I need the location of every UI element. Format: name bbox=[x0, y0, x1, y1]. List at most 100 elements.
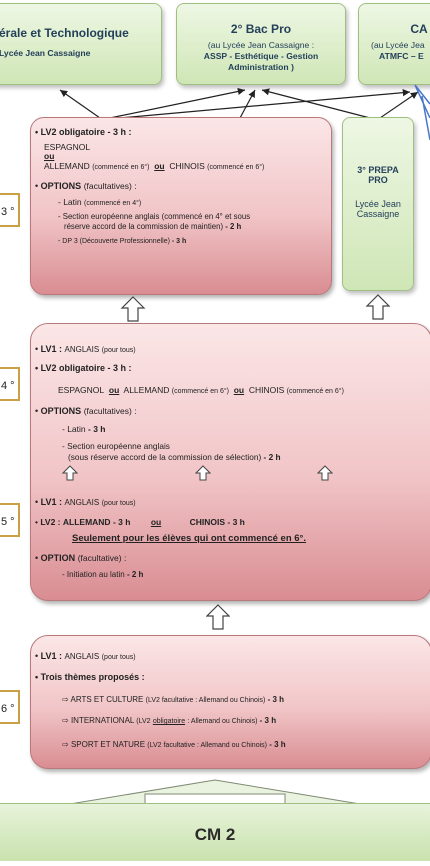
box4-options-note: (facultatives) : bbox=[83, 406, 137, 416]
box5-allemand-h: - 3 h bbox=[112, 517, 131, 527]
box6-t3-h: - 3 h bbox=[269, 740, 286, 749]
up-arrow-icon bbox=[195, 465, 211, 481]
arrow-right-icon: ⇨ bbox=[62, 716, 69, 725]
box-prepa-pro: 3° PREPA PRO Lycée Jean Cassaigne bbox=[342, 117, 414, 291]
box3-section2: réserve accord de la commission de maint… bbox=[64, 222, 224, 231]
box4-latin-h: - 3 h bbox=[88, 424, 106, 434]
top-box-generale: érale et Technologique Lycée Jean Cassai… bbox=[0, 3, 162, 85]
top-cap-sub2: ATMFC – E bbox=[379, 51, 424, 61]
box3-espagnol: ESPAGNOL bbox=[44, 142, 91, 152]
box5-lv1: LV1 : bbox=[40, 497, 62, 507]
box3-lv2-text: LV2 obligatoire - 3 h : bbox=[40, 127, 132, 137]
top-box-cap: CA (au Lycée Jea ATMFC – E bbox=[358, 3, 430, 85]
box3-ou2: ou bbox=[154, 161, 165, 171]
box5-chinois-h: - 3 h bbox=[227, 517, 245, 527]
box5-initiation-h: - 2 h bbox=[126, 570, 144, 579]
top-bacpro-title: 2° Bac Pro bbox=[230, 22, 292, 36]
top-bacpro-sub1: (au Lycée Jean Cassaigne : bbox=[207, 40, 315, 50]
box4-ou2: ou bbox=[233, 385, 245, 395]
box-4e-5e bbox=[30, 323, 430, 601]
box4-lv2: LV2 obligatoire - 3 h : bbox=[40, 363, 132, 373]
top-bacpro-sub2: ASSP - Esthétique - Gestion bbox=[203, 51, 319, 61]
box5-lv1-line: • LV1 : ANGLAIS (pour tous) bbox=[35, 497, 136, 507]
box3-latin: - Latin bbox=[58, 197, 82, 207]
box6-t3-note: (LV2 facultative : Allemand ou Chinois) bbox=[147, 742, 267, 749]
box4-languages-line: ESPAGNOL ou ALLEMAND (commencé en 6°) ou… bbox=[58, 385, 344, 395]
box6-t2-h: - 3 h bbox=[259, 716, 277, 725]
box4-section2: (sous réserve accord de la commission de… bbox=[68, 452, 262, 462]
box3-options-line: • OPTIONS (facultatives) : bbox=[35, 181, 137, 191]
box4-section2-h: - 2 h bbox=[263, 452, 281, 462]
prepa-title1: 3° PREPA bbox=[357, 165, 399, 175]
box5-ou: ou bbox=[150, 517, 162, 527]
box4-lv1: LV1 : bbox=[40, 344, 62, 354]
box6-t2: INTERNATIONAL bbox=[70, 716, 135, 725]
box4-section2-line: (sous réserve accord de la commission de… bbox=[68, 452, 281, 462]
up-arrow-icon bbox=[120, 296, 146, 322]
box6-t1-h: - 3 h bbox=[267, 695, 285, 704]
box6-t2-note-a: (LV2 bbox=[136, 718, 151, 725]
level-6: 6 ° bbox=[0, 690, 20, 724]
box6-t1-line: ⇨ ARTS ET CULTURE (LV2 facultative : All… bbox=[62, 695, 284, 704]
box6-t1-note: (LV2 facultative : Allemand ou Chinois) bbox=[145, 697, 266, 704]
box5-lv2-line: • LV2 : ALLEMAND - 3 h ou CHINOIS - 3 h bbox=[35, 517, 245, 527]
box4-chinois: CHINOIS bbox=[248, 385, 285, 395]
arrow-right-icon: ⇨ bbox=[62, 740, 69, 749]
box6-lv1-val: ANGLAIS bbox=[64, 652, 100, 661]
level-3: 3 ° bbox=[0, 193, 20, 227]
box5-lv2: LV2 : bbox=[40, 517, 61, 527]
box6-t2-line: ⇨ INTERNATIONAL (LV2 obligatoire : Allem… bbox=[62, 716, 276, 725]
box6-t3: SPORT ET NATURE bbox=[70, 740, 146, 749]
top-generale-sub: Lycée Jean Cassaigne bbox=[0, 48, 91, 58]
box5-seulement: Seulement pour les élèves qui ont commen… bbox=[72, 533, 306, 544]
box4-lv2-line: • LV2 obligatoire - 3 h : bbox=[35, 363, 132, 373]
box4-options-line: • OPTIONS (facultatives) : bbox=[35, 406, 137, 416]
box5-lv1-note: (pour tous) bbox=[101, 500, 136, 507]
box6-lv1: LV1 : bbox=[40, 651, 62, 661]
box6-t3-line: ⇨ SPORT ET NATURE (LV2 facultative : All… bbox=[62, 740, 286, 749]
prepa-sub2: Cassaigne bbox=[356, 209, 400, 219]
box4-options: OPTIONS bbox=[40, 406, 82, 416]
box4-latin-line: - Latin - 3 h bbox=[62, 424, 105, 434]
box3-section1: - Section européenne anglais (commencé e… bbox=[58, 212, 251, 221]
box4-allemand: ALLEMAND bbox=[123, 385, 170, 395]
box6-themes: Trois thèmes proposés : bbox=[40, 672, 145, 682]
box6-lv1-note: (pour tous) bbox=[101, 654, 136, 661]
box3-section2-line: réserve accord de la commission de maint… bbox=[64, 222, 241, 231]
top-cap-sub1: (au Lycée Jea bbox=[371, 40, 425, 50]
box-3e bbox=[30, 117, 332, 295]
box3-options-note: (facultatives) : bbox=[83, 181, 137, 191]
up-arrow-icon bbox=[62, 465, 78, 481]
up-arrow-icon bbox=[317, 465, 333, 481]
cm2-label: CM 2 bbox=[194, 825, 236, 844]
cm2-bar: CM 2 bbox=[0, 803, 430, 861]
prepa-sub1: Lycée Jean bbox=[355, 199, 401, 209]
box5-allemand: ALLEMAND bbox=[62, 517, 111, 527]
wide-up-arrow-icon bbox=[69, 779, 361, 805]
box3-dp3-h: - 3 h bbox=[171, 238, 187, 245]
box3-latin-line: - Latin (commencé en 4°) bbox=[58, 197, 141, 207]
box3-dp3-line: - DP 3 (Découverte Professionnelle) - 3 … bbox=[58, 238, 186, 245]
box3-allemand-note: (commencé en 6°) bbox=[92, 164, 150, 171]
box-6e bbox=[30, 635, 430, 769]
box5-lv1-val: ANGLAIS bbox=[64, 498, 100, 507]
box4-lv1-val: ANGLAIS bbox=[64, 345, 100, 354]
box3-lv2: • LV2 obligatoire - 3 h : bbox=[35, 127, 132, 137]
box4-section1: - Section européenne anglais bbox=[62, 441, 170, 451]
box3-chinois-note: (commencé en 6°) bbox=[207, 164, 265, 171]
box5-chinois: CHINOIS bbox=[189, 517, 225, 527]
box6-t2-note-u: obligatoire bbox=[152, 718, 186, 725]
box6-t2-note-b: : Allemand ou Chinois) bbox=[187, 718, 258, 725]
box5-initiation-line: - Initiation au latin - 2 h bbox=[62, 570, 143, 579]
box4-lv1-note: (pour tous) bbox=[101, 347, 136, 354]
prepa-title2: PRO bbox=[368, 175, 388, 185]
box3-section2-h: - 2 h bbox=[225, 222, 242, 231]
box4-chinois-note: (commencé en 6°) bbox=[286, 388, 344, 395]
box3-chinois: CHINOIS bbox=[169, 161, 205, 171]
box5-initiation: - Initiation au latin bbox=[62, 570, 125, 579]
box3-ou1: ou bbox=[44, 151, 55, 161]
box3-dp3: - DP 3 (Découverte Professionnelle) bbox=[58, 238, 170, 245]
top-cap-title: CA bbox=[410, 22, 428, 36]
box6-themes-line: • Trois thèmes proposés : bbox=[35, 672, 145, 682]
top-generale-title: érale et Technologique bbox=[0, 26, 129, 40]
